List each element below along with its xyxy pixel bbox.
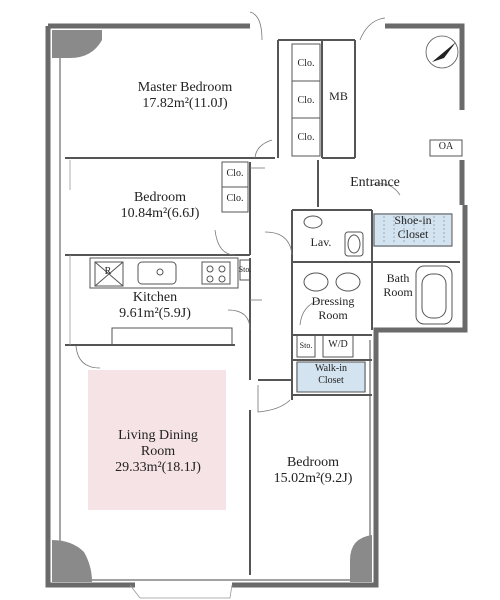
walk-in-closet-line2: Closet: [318, 374, 344, 386]
bedroom-1-area: 10.84m²(6.6J): [120, 206, 200, 222]
walk-in-closet-line1: Walk-in: [315, 363, 347, 374]
dressing-room-line1: Dressing: [311, 294, 355, 308]
closet-label-2: Clo.: [297, 95, 315, 106]
walk-in-closet-fill: [296, 362, 366, 392]
kitchen-label: Kitchen 9.61m²(5.9J): [80, 290, 230, 322]
bedroom-1-name: Bedroom: [133, 190, 187, 205]
living-dining-name-line1: Living Dining: [118, 428, 198, 443]
living-room-highlight: [88, 370, 226, 510]
bath-room-line2: Room: [383, 284, 413, 299]
oa-label: OA: [438, 141, 454, 152]
shoe-in-closet-fill: [372, 213, 452, 247]
bath-room-label: Bath Room: [374, 271, 422, 300]
north-arrow-icon: [425, 35, 459, 69]
column-bottom-right: [350, 535, 372, 582]
living-dining-label: Living Dining Room 29.33m²(18.1J): [88, 428, 228, 476]
living-dining-name-line2: Room: [140, 444, 176, 460]
master-bedroom-name: Master Bedroom: [137, 80, 233, 95]
living-dining-area: 29.33m²(18.1J): [115, 460, 201, 476]
bedroom-1-label: Bedroom 10.84m²(6.6J): [90, 190, 230, 222]
column-bottom-left: [52, 540, 92, 582]
closet-label-4: Clo.: [226, 168, 244, 179]
column-top-left: [52, 30, 102, 58]
master-bedroom-area: 17.82m²(11.0J): [142, 96, 228, 112]
washer-dryer-label: W/D: [328, 339, 348, 350]
closet-label-3: Clo.: [297, 132, 315, 143]
kitchen-area: 9.61m²(5.9J): [119, 306, 191, 322]
bedroom-2-label: Bedroom 15.02m²(9.2J): [243, 455, 383, 487]
walk-in-closet-label: Walk-in Closet: [297, 363, 365, 386]
refrigerator-label: R: [104, 266, 112, 277]
closet-label-5: Clo.: [226, 193, 244, 204]
shoe-in-closet-line1: Shoe-in: [394, 213, 432, 227]
shoe-in-closet-line2: Closet: [397, 226, 429, 241]
storage-label-kitchen: Sto.: [238, 265, 252, 274]
shoe-in-closet-label: Shoe-in Closet: [374, 213, 452, 242]
kitchen-name: Kitchen: [132, 290, 178, 305]
closet-label-1: Clo.: [297, 58, 315, 69]
mb-label: MB: [329, 89, 348, 103]
entrance-label: Entrance: [350, 175, 400, 190]
dressing-room-line2: Room: [318, 307, 348, 322]
bedroom-2-name: Bedroom: [286, 455, 340, 470]
dressing-room-label: Dressing Room: [297, 294, 369, 323]
storage-label-dressing: Sto.: [299, 341, 313, 350]
master-bedroom-label: Master Bedroom 17.82m²(11.0J): [110, 80, 260, 112]
bedroom-2-area: 15.02m²(9.2J): [273, 471, 353, 487]
bath-room-line1: Bath: [386, 271, 410, 285]
lavatory-label: Lav.: [310, 235, 332, 249]
